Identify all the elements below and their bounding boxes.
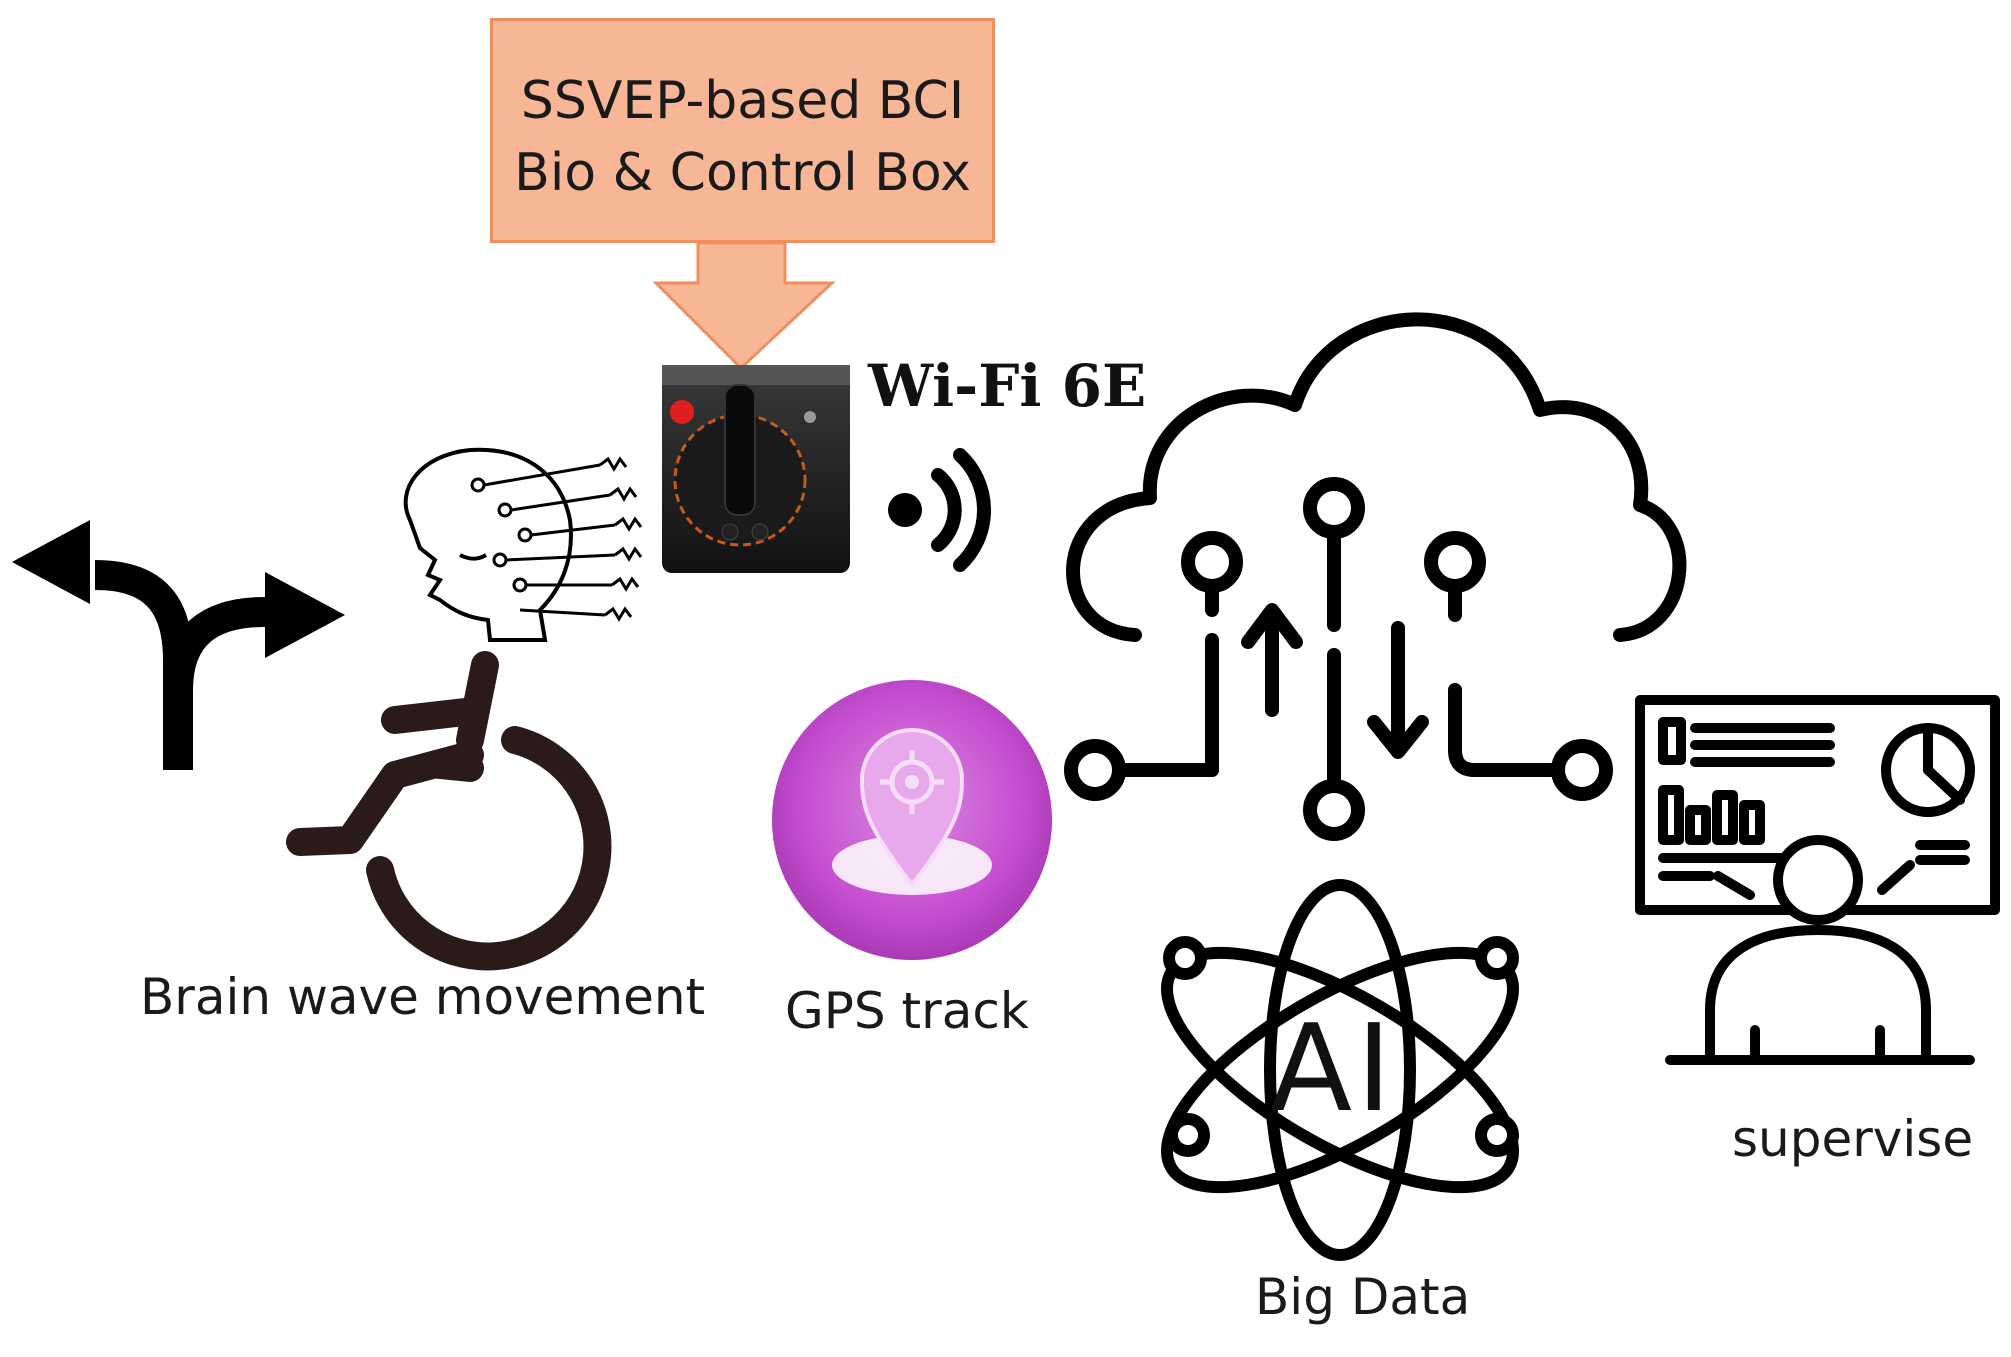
wifi-label: Wi-Fi 6E bbox=[868, 352, 1147, 420]
gps-label: GPS track bbox=[785, 982, 1029, 1040]
bci-subtitle: Bio & Control Box bbox=[514, 143, 971, 203]
cloud-circuit-icon bbox=[1064, 312, 1687, 841]
joystick-icon bbox=[662, 365, 850, 573]
bci-box: SSVEP-based BCI Bio & Control Box bbox=[490, 18, 995, 243]
gps-pin-icon bbox=[772, 680, 1052, 960]
ai-text: AI bbox=[1270, 1000, 1396, 1139]
bci-title: SSVEP-based BCI bbox=[520, 71, 965, 131]
wheelchair-icon bbox=[286, 651, 612, 971]
monitor-dashboard-icon bbox=[1635, 695, 2000, 1065]
ai-atom-icon bbox=[1161, 879, 1519, 1261]
direction-arrows-icon bbox=[12, 520, 345, 770]
supervise-label: supervise bbox=[1732, 1110, 1974, 1168]
brain-wave-label: Brain wave movement bbox=[140, 968, 706, 1026]
wireless-signal-icon bbox=[888, 448, 992, 572]
head-eeg-icon bbox=[403, 447, 643, 642]
big-data-label: Big Data bbox=[1255, 1268, 1471, 1326]
bci-down-arrow bbox=[652, 241, 836, 371]
